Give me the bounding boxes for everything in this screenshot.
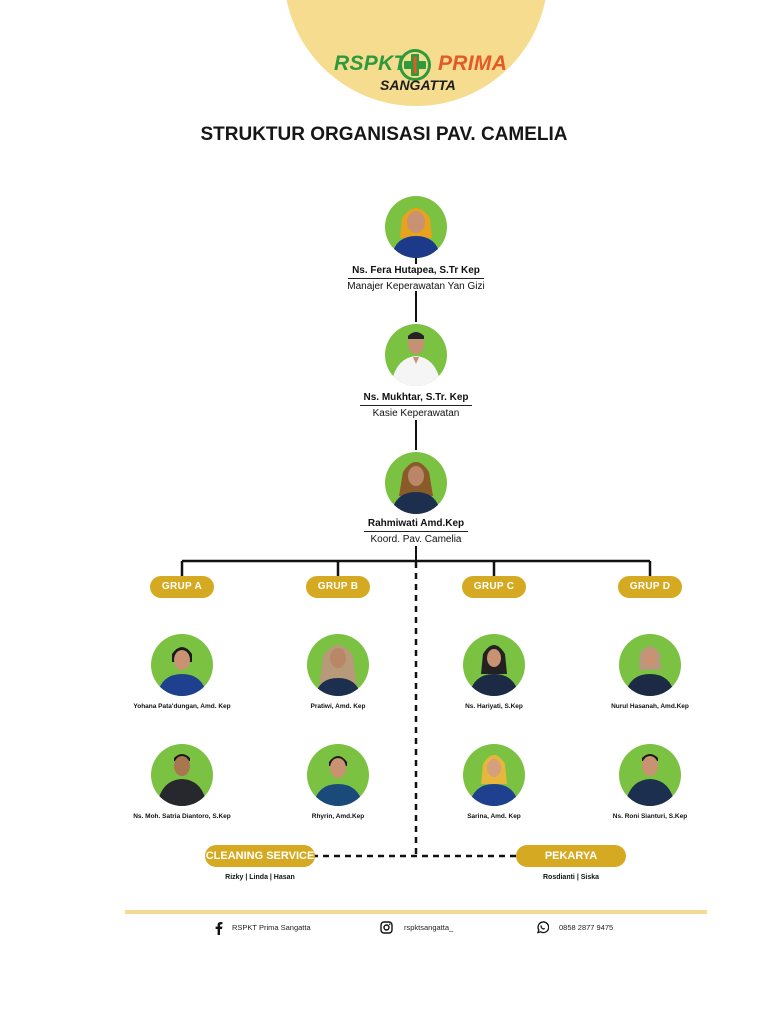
footer-divider [125, 910, 707, 914]
instagram-icon [380, 921, 393, 934]
member-name: Pratiwi, Amd. Kep [310, 703, 366, 710]
hospital-cross-logo-icon [398, 48, 432, 82]
avatar [463, 634, 525, 696]
leader-role: Manajer Keperawatan Yan Gizi [347, 281, 485, 292]
avatar [463, 744, 525, 806]
leader-name: Ns. Mukhtar, S.Tr. Kep [363, 392, 469, 403]
member-name: Ns. Moh. Satria Diantoro, S.Kep [133, 813, 231, 820]
name-underline [364, 531, 468, 532]
leader-name: Ns. Fera Hutapea, S.Tr Kep [352, 265, 480, 276]
logo-text-rspkt: RSPKT [334, 52, 407, 75]
group-d-label: GRUP D [618, 576, 682, 598]
avatar [307, 744, 369, 806]
pekarya-names: Rosdianti | Siska [542, 874, 600, 881]
member-name: Rhyrin, Amd.Kep [311, 813, 365, 820]
group-b-label: GRUP B [306, 576, 370, 598]
instagram-handle: rspktsangatta_ [404, 923, 454, 932]
avatar [151, 634, 213, 696]
avatar [307, 634, 369, 696]
member-name: Yohana Pata'dungan, Amd. Kep [133, 703, 231, 710]
leader-role: Kasie Keperawatan [372, 408, 460, 419]
avatar [385, 196, 447, 258]
member-name: Sarina, Amd. Kep [467, 813, 521, 820]
member-name: Ns. Hariyati, S.Kep [465, 703, 523, 710]
page-title: STRUKTUR ORGANISASI PAV. CAMELIA [200, 124, 568, 145]
avatar [385, 324, 447, 386]
name-underline [348, 278, 484, 279]
logo-text-prima: PRIMA [438, 52, 508, 75]
member-name: Ns. Roni Sianturi, S.Kep [612, 813, 688, 820]
avatar [151, 744, 213, 806]
avatar [619, 744, 681, 806]
group-a-label: GRUP A [150, 576, 214, 598]
logo-text-sangatta: SANGATTA [380, 77, 456, 93]
cleaning-service-names: Rizky | Linda | Hasan [225, 874, 295, 881]
facebook-handle: RSPKT Prima Sangatta [232, 923, 311, 932]
avatar [385, 452, 447, 514]
leader-name: Rahmiwati Amd.Kep [367, 518, 465, 529]
leader-role: Koord. Pav. Camelia [370, 534, 462, 545]
facebook-icon [214, 921, 224, 935]
member-name: Nurul Hasanah, Amd.Kep [611, 703, 689, 710]
avatar [619, 634, 681, 696]
whatsapp-number: 0858 2877 9475 [559, 923, 614, 932]
name-underline [360, 405, 472, 406]
cleaning-service-label: CLEANING SERVICE [205, 845, 315, 867]
pekarya-label: PEKARYA [516, 845, 626, 867]
group-c-label: GRUP C [462, 576, 526, 598]
whatsapp-icon [536, 921, 550, 934]
